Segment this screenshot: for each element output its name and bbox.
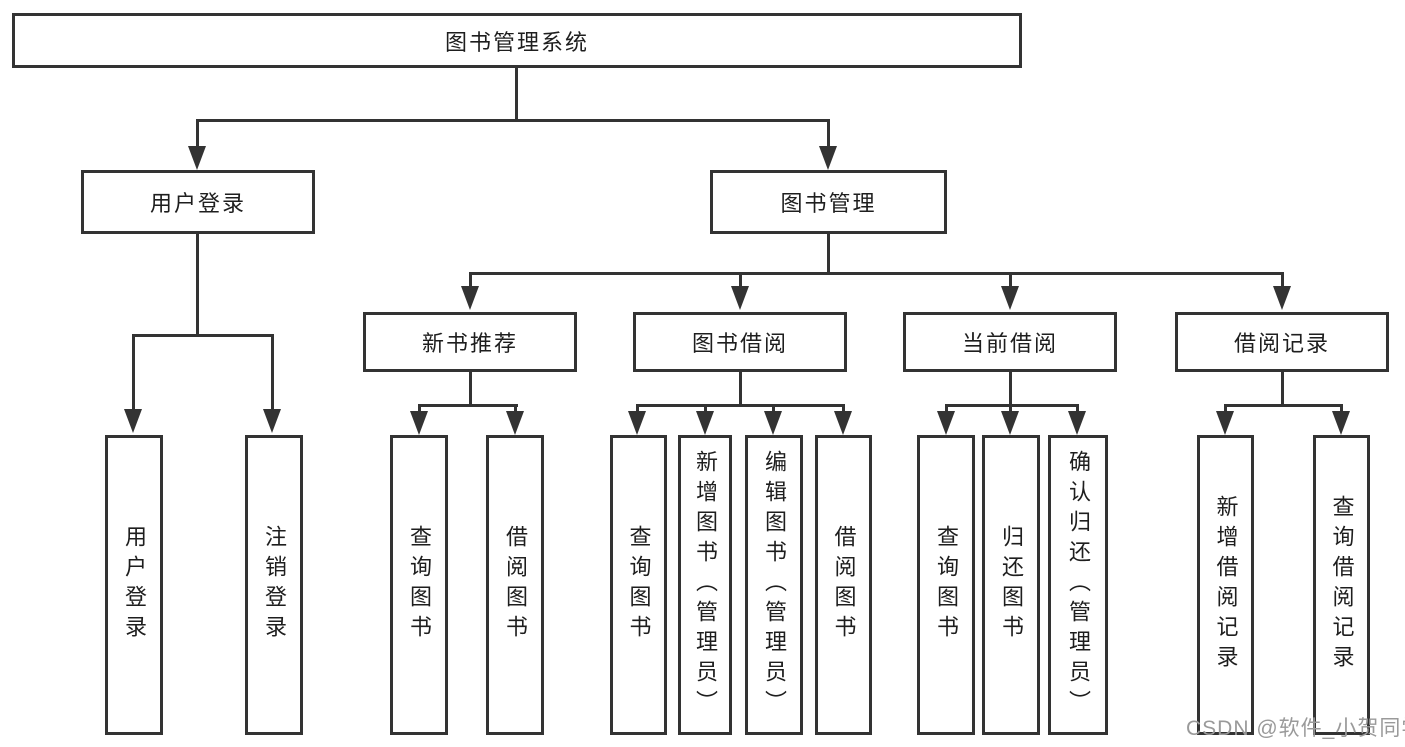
connector-bb-stem (739, 372, 742, 406)
leaf-br-query-record: 查询借阅记录 (1313, 435, 1370, 735)
connector-drop-cb-confirm (1076, 404, 1079, 412)
node-library-system-label: 图书管理系统 (444, 29, 589, 55)
leaf-cb-query-books: 查询图书 (917, 435, 975, 735)
leaf-cb-query-books-label: 查询图书 (934, 525, 959, 645)
connector-drop-bb-borrow (842, 404, 845, 412)
arrowhead-cb-return (1001, 411, 1019, 435)
connector-book-mgmt-hline (469, 272, 1283, 275)
arrowhead-cb-query (937, 411, 955, 435)
leaf-bb-edit-books-admin-label: 编辑图书（管理员） (762, 450, 787, 720)
node-user-login-label: 用户登录 (149, 191, 246, 216)
arrowhead-bb-edit (764, 411, 782, 435)
connector-drop-new-book-rec (469, 272, 472, 286)
arrowhead-current-borrow (1001, 286, 1019, 310)
connector-drop-leaf-logout (271, 334, 274, 410)
arrowhead-bb-borrow (834, 411, 852, 435)
connector-drop-br-query (1340, 404, 1343, 412)
arrowhead-cb-confirm (1068, 411, 1086, 435)
connector-root-hline (196, 119, 829, 122)
leaf-bb-query-books-label: 查询图书 (626, 525, 652, 645)
connector-drop-leaf-user-login (132, 334, 135, 410)
connector-user-login-hline (132, 334, 274, 337)
connector-drop-rec-query (418, 404, 421, 412)
leaf-user-login: 用户登录 (105, 435, 163, 735)
leaf-rec-query-books-label: 查询图书 (407, 525, 432, 645)
node-book-borrow: 图书借阅 (633, 312, 847, 372)
node-current-borrow-label: 当前借阅 (961, 331, 1058, 356)
arrowhead-book-mgmt (819, 146, 837, 170)
arrowhead-br-add (1216, 411, 1234, 435)
leaf-bb-add-books-admin: 新增图书（管理员） (678, 435, 732, 735)
connector-br-hline (1224, 404, 1342, 407)
arrowhead-user-login (188, 146, 206, 170)
leaf-user-login-label: 用户登录 (122, 525, 147, 645)
node-borrow-records: 借阅记录 (1175, 312, 1389, 372)
connector-root-stem (515, 68, 518, 120)
leaf-cb-confirm-return-admin: 确认归还（管理员） (1048, 435, 1108, 735)
arrowhead-bb-add (696, 411, 714, 435)
arrowhead-leaf-user-login (124, 409, 142, 433)
connector-drop-bb-add (704, 404, 707, 412)
arrowhead-new-book-rec (461, 286, 479, 310)
node-user-login: 用户登录 (81, 170, 315, 234)
connector-rec-hline (418, 404, 518, 407)
leaf-cb-return-books: 归还图书 (982, 435, 1040, 735)
leaf-bb-query-books: 查询图书 (610, 435, 667, 735)
arrowhead-bb-query (628, 411, 646, 435)
leaf-logout-label: 注销登录 (262, 525, 287, 645)
connector-cb-stem (1009, 372, 1012, 406)
leaf-rec-borrow-books-label: 借阅图书 (503, 525, 528, 645)
connector-book-mgmt-stem (827, 234, 830, 274)
node-book-mgmt-label: 图书管理 (780, 191, 877, 216)
connector-drop-bb-edit (772, 404, 775, 412)
connector-br-stem (1281, 372, 1284, 406)
connector-drop-current-borrow (1009, 272, 1012, 286)
arrowhead-book-borrow (731, 286, 749, 310)
leaf-cb-confirm-return-admin-label: 确认归还（管理员） (1066, 450, 1091, 720)
connector-drop-borrow-records (1281, 272, 1284, 286)
connector-bb-hline (636, 404, 844, 407)
connector-drop-cb-return (1009, 404, 1012, 412)
connector-drop-cb-query (945, 404, 948, 412)
leaf-br-query-record-label: 查询借阅记录 (1329, 495, 1355, 675)
leaf-rec-borrow-books: 借阅图书 (486, 435, 544, 735)
connector-drop-book-borrow (739, 272, 742, 286)
connector-drop-br-add (1224, 404, 1227, 412)
node-book-borrow-label: 图书借阅 (691, 331, 788, 356)
arrowhead-leaf-logout (263, 409, 281, 433)
connector-user-login-stem (196, 234, 199, 336)
arrowhead-br-query (1332, 411, 1350, 435)
csdn-watermark: CSDN @软件_小贺同学 (1186, 717, 1405, 740)
connector-drop-book-mgmt (827, 119, 830, 147)
arrowhead-rec-query (410, 411, 428, 435)
leaf-bb-add-books-admin-label: 新增图书（管理员） (693, 450, 718, 720)
node-borrow-records-label: 借阅记录 (1233, 331, 1330, 356)
node-new-book-rec: 新书推荐 (363, 312, 577, 372)
leaf-br-add-record: 新增借阅记录 (1197, 435, 1254, 735)
leaf-logout: 注销登录 (245, 435, 303, 735)
leaf-cb-return-books-label: 归还图书 (999, 525, 1024, 645)
leaf-bb-borrow-books-label: 借阅图书 (831, 525, 857, 645)
node-new-book-rec-label: 新书推荐 (421, 331, 518, 356)
connector-rec-stem (469, 372, 472, 406)
connector-drop-user-login (196, 119, 199, 147)
node-current-borrow: 当前借阅 (903, 312, 1117, 372)
arrowhead-rec-borrow (506, 411, 524, 435)
connector-drop-rec-borrow (514, 404, 517, 412)
leaf-br-add-record-label: 新增借阅记录 (1213, 495, 1239, 675)
leaf-bb-borrow-books: 借阅图书 (815, 435, 872, 735)
leaf-bb-edit-books-admin: 编辑图书（管理员） (745, 435, 803, 735)
arrowhead-borrow-records (1273, 286, 1291, 310)
node-library-system: 图书管理系统 (12, 13, 1022, 68)
leaf-rec-query-books: 查询图书 (390, 435, 448, 735)
node-book-mgmt: 图书管理 (710, 170, 947, 234)
connector-drop-bb-query (636, 404, 639, 412)
